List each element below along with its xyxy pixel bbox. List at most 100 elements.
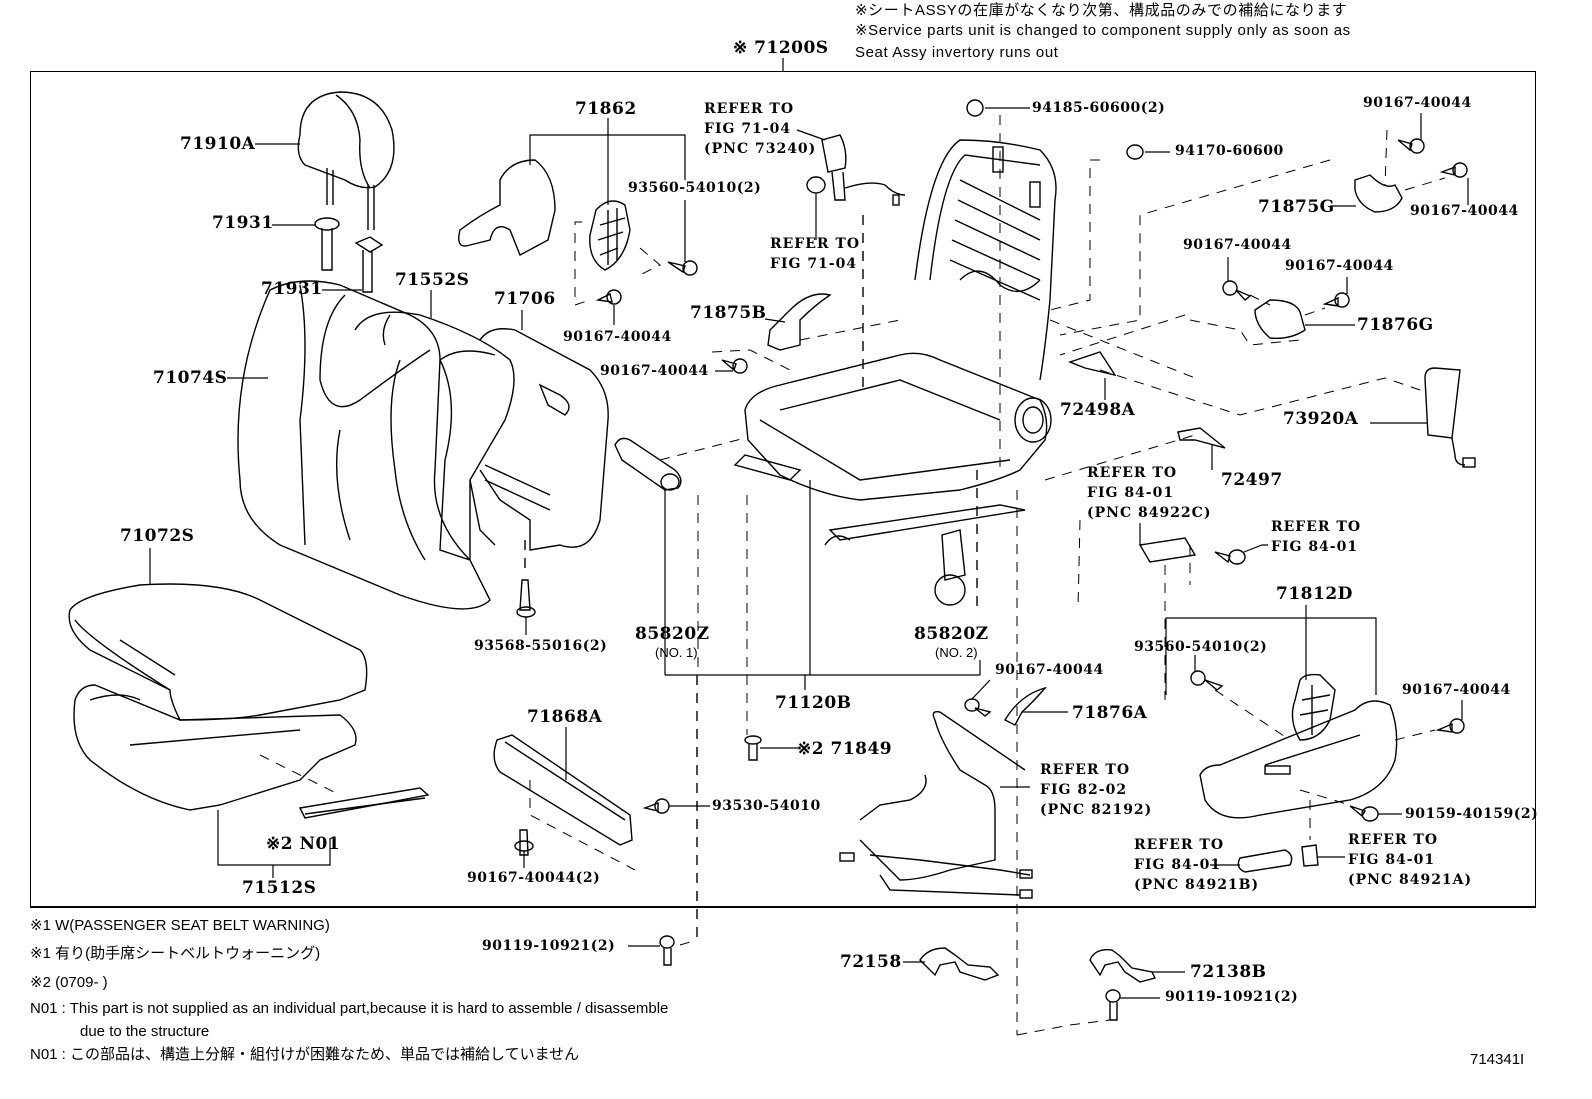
part-label-71849[interactable]: ※2 71849 (797, 739, 893, 759)
part-label-90167-40044-mr2[interactable]: 90167-40044 (1285, 258, 1394, 274)
refer-fig-84-01[interactable]: REFER TO FIG 84-01 (1271, 519, 1362, 555)
refer-fig-82-02-pnc-82192[interactable]: REFER TO FIG 82-02 (PNC 82192) (1040, 762, 1153, 818)
seatback-cover-drawing (237, 280, 491, 610)
part-label-71910A[interactable]: 71910A (180, 134, 256, 154)
screw-drawing (1222, 280, 1252, 301)
part-label-71706[interactable]: 71706 (494, 289, 556, 309)
screw-drawing (642, 798, 670, 814)
screw-drawing (1439, 162, 1468, 178)
cover-71876G-drawing (1254, 299, 1306, 340)
bracket-72158-drawing (919, 947, 1000, 981)
part-label-90167-40044-2[interactable]: 90167-40044(2) (467, 870, 601, 886)
part-label-94185-60600[interactable]: 94185-60600(2) (1032, 100, 1166, 116)
cover-71875G-drawing (1354, 174, 1403, 213)
headrest-drawing (297, 91, 395, 230)
part-label-90167-40044-r[interactable]: 90167-40044 (1402, 682, 1511, 698)
screw-drawing (1435, 718, 1465, 734)
footnote-n01-japanese: N01 : この部品は、構造上分解・組付けが困難なため、単品では補給していません (30, 1046, 580, 1063)
part-label-90159-40159[interactable]: 90159-40159(2) (1405, 806, 1539, 822)
part-label-85820Z-no2[interactable]: 85820Z (914, 624, 989, 644)
part-label-93560-54010-right[interactable]: 93560-54010(2) (1134, 639, 1268, 655)
part-label-71862[interactable]: 71862 (575, 99, 637, 119)
part-label-93568-55016[interactable]: 93568-55016(2) (474, 638, 608, 654)
screw-drawing (1214, 549, 1246, 565)
screw-drawing (964, 698, 992, 717)
part-sublabel-no1: (NO. 1) (655, 645, 698, 660)
part-label-71552S[interactable]: 71552S (395, 270, 470, 290)
part-label-71074S[interactable]: 71074S (153, 368, 228, 388)
seat-frame-drawing (733, 139, 1057, 546)
part-label-N01[interactable]: ※2 N01 (266, 834, 341, 854)
cushion-pad-drawing (73, 684, 357, 811)
part-label-71072S[interactable]: 71072S (120, 526, 195, 546)
part-label-90167-40044-b[interactable]: 90167-40044 (600, 363, 709, 379)
part-label-72138B[interactable]: 72138B (1190, 962, 1267, 982)
part-label-94170-60600[interactable]: 94170-60600 (1175, 143, 1284, 159)
grille-cover-drawing (589, 200, 631, 271)
footnote-n01-english-line2: due to the structure (80, 1023, 210, 1040)
supply-note-english-line1: ※Service parts unit is changed to compon… (855, 22, 1351, 39)
part-label-93560-54010-top[interactable]: 93560-54010(2) (628, 180, 762, 196)
footnote-1-japanese: ※1 有り(助手席シートベルトウォーニング) (30, 945, 321, 962)
screw-drawing (1349, 805, 1379, 822)
bolt-94170-drawing (1126, 144, 1144, 160)
part-label-71875B[interactable]: 71875B (690, 303, 767, 323)
part-label-71931-upper[interactable]: 71931 (212, 213, 274, 233)
part-label-71876A[interactable]: 71876A (1072, 703, 1148, 723)
part-label-71120B[interactable]: 71120B (775, 693, 852, 713)
part-label-93530-54010[interactable]: 93530-54010 (712, 798, 821, 814)
part-label-90167-40044-tr2[interactable]: 90167-40044 (1410, 203, 1519, 219)
part-label-71812D[interactable]: 71812D (1276, 584, 1353, 604)
part-label-90119-10921-right[interactable]: 90119-10921(2) (1165, 989, 1299, 1005)
clip-93568-drawing (516, 579, 536, 618)
part-label-72497[interactable]: 72497 (1221, 470, 1283, 490)
refer-fig-84-01-pnc-84921B[interactable]: REFER TO FIG 84-01 (PNC 84921B) (1134, 837, 1260, 893)
supply-note-japanese: ※シートASSYの在庫がなくなり次第、構成品のみでの補給になります (855, 2, 1348, 19)
part-label-73920A[interactable]: 73920A (1283, 409, 1359, 429)
screw-drawing (1190, 670, 1224, 691)
side-cover-71868A-drawing (493, 734, 633, 846)
bolt-cover-drawing (806, 176, 826, 194)
knob-84921A-drawing (1301, 844, 1319, 867)
knob-84921B-drawing (1237, 849, 1293, 873)
refer-fig-71-04[interactable]: REFER TO FIG 71-04 (770, 236, 861, 272)
seatback-board-drawing (479, 328, 609, 551)
bracket-72497-drawing (1177, 427, 1226, 449)
bracket-72138B-drawing (1089, 949, 1157, 983)
part-label-90167-40044-mr1[interactable]: 90167-40044 (1183, 237, 1292, 253)
bracket-72498A-drawing (1067, 351, 1117, 377)
part-label-90167-40044-a[interactable]: 90167-40044 (563, 329, 672, 345)
motor-1-drawing (614, 437, 682, 491)
part-sublabel-no2: (NO. 2) (935, 645, 978, 660)
part-label-72498A[interactable]: 72498A (1060, 400, 1136, 420)
part-label-90119-10921-left[interactable]: 90119-10921(2) (482, 938, 616, 954)
part-label-90167-40044-c[interactable]: 90167-40044 (995, 662, 1104, 678)
bolt-94185-drawing (966, 99, 984, 117)
screw-drawing (721, 358, 748, 374)
screw-drawing (667, 260, 698, 276)
bolt-90119-left-drawing (659, 935, 675, 966)
switch-grille-drawing (1291, 673, 1336, 741)
motor-2-drawing (934, 529, 966, 606)
part-label-71512S[interactable]: 71512S (242, 878, 317, 898)
bolt-90119-right-drawing (1105, 989, 1121, 1021)
refer-fig-71-04-pnc-73240[interactable]: REFER TO FIG 71-04 (PNC 73240) (704, 101, 817, 157)
refer-fig-84-01-pnc-84921A[interactable]: REFER TO FIG 84-01 (PNC 84921A) (1348, 832, 1473, 888)
part-label-90167-40044-tr1[interactable]: 90167-40044 (1363, 95, 1472, 111)
assembly-part-label[interactable]: ※ 71200S (733, 38, 829, 58)
n01-panel-drawing (298, 787, 430, 819)
side-shield-71812D-drawing (1199, 700, 1398, 819)
part-label-71868A[interactable]: 71868A (527, 707, 603, 727)
part-label-85820Z-no1[interactable]: 85820Z (635, 624, 710, 644)
refer-fig-84-01-pnc-84922C[interactable]: REFER TO FIG 84-01 (PNC 84922C) (1087, 465, 1212, 521)
part-label-71876G[interactable]: 71876G (1357, 315, 1434, 335)
part-label-72158[interactable]: 72158 (840, 952, 902, 972)
screw-drawing (595, 289, 622, 305)
airbag-sensor-73920A-drawing (1424, 367, 1476, 468)
footnote-1-english: ※1 W(PASSENGER SEAT BELT WARNING) (30, 917, 330, 934)
part-label-71931-lower[interactable]: 71931 (261, 279, 323, 299)
part-label-71875G[interactable]: 71875G (1258, 197, 1335, 217)
footnote-2-date: ※2 (0709- ) (30, 974, 108, 991)
supply-note-english-line2: Seat Assy invertory runs out (855, 44, 1059, 61)
